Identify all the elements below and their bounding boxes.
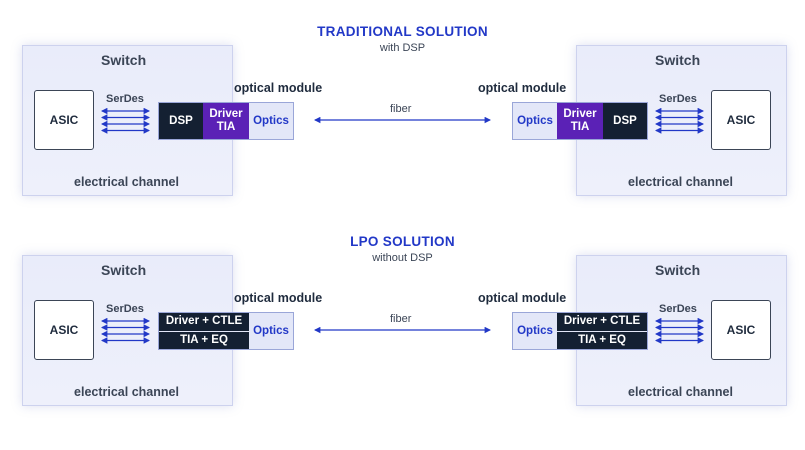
- electrical-channel-label: electrical channel: [74, 175, 179, 189]
- optics-block: Optics: [513, 103, 557, 139]
- electrical-channel-label: electrical channel: [628, 385, 733, 399]
- optics-block: Optics: [513, 313, 557, 349]
- traditional-subtitle: with DSP: [379, 42, 426, 54]
- dsp-block: DSP: [159, 103, 203, 139]
- fiber-label: fiber: [390, 313, 412, 325]
- switch-label: Switch: [655, 262, 701, 278]
- optical-module-label: optical module: [478, 81, 567, 95]
- serdes-label: SerDes: [659, 93, 697, 105]
- driver-text: Driver: [563, 108, 597, 120]
- optics-block: Optics: [249, 103, 293, 139]
- optical-module-label: optical module: [234, 81, 323, 95]
- traditional-title: TRADITIONAL SOLUTION: [317, 24, 488, 39]
- driver-ctle-text: Driver + CTLE: [159, 313, 249, 331]
- driver-ctle-tia-eq-block: Driver + CTLE TIA + EQ: [159, 313, 249, 349]
- switch-label: Switch: [101, 52, 147, 68]
- driver-text: Driver: [209, 108, 243, 120]
- driver-ctle-text: Driver + CTLE: [557, 313, 647, 331]
- switch-label: Switch: [101, 262, 147, 278]
- optical-module-label: optical module: [478, 291, 567, 305]
- serdes-label: SerDes: [106, 303, 144, 315]
- asic-chip: ASIC: [711, 90, 771, 150]
- electrical-channel-label: electrical channel: [628, 175, 733, 189]
- asic-chip: ASIC: [34, 90, 94, 150]
- serdes-label: SerDes: [106, 93, 144, 105]
- asic-chip: ASIC: [34, 300, 94, 360]
- lpo-subtitle: without DSP: [372, 252, 433, 264]
- driver-ctle-tia-eq-block: Driver + CTLE TIA + EQ: [557, 313, 647, 349]
- optical-module: Driver + CTLE TIA + EQ Optics: [158, 312, 294, 350]
- asic-chip: ASIC: [711, 300, 771, 360]
- tia-text: TIA: [216, 121, 236, 133]
- serdes-label: SerDes: [659, 303, 697, 315]
- optics-block: Optics: [249, 313, 293, 349]
- tia-text: TIA: [570, 121, 590, 133]
- optical-module: Optics Driver + CTLE TIA + EQ: [512, 312, 648, 350]
- tia-eq-text: TIA + EQ: [557, 330, 647, 349]
- fiber-label: fiber: [390, 103, 412, 115]
- switch-label: Switch: [655, 52, 701, 68]
- lpo-title: LPO SOLUTION: [350, 234, 455, 249]
- dsp-block: DSP: [603, 103, 647, 139]
- tia-eq-text: TIA + EQ: [159, 330, 249, 349]
- electrical-channel-label: electrical channel: [74, 385, 179, 399]
- optical-module-label: optical module: [234, 291, 323, 305]
